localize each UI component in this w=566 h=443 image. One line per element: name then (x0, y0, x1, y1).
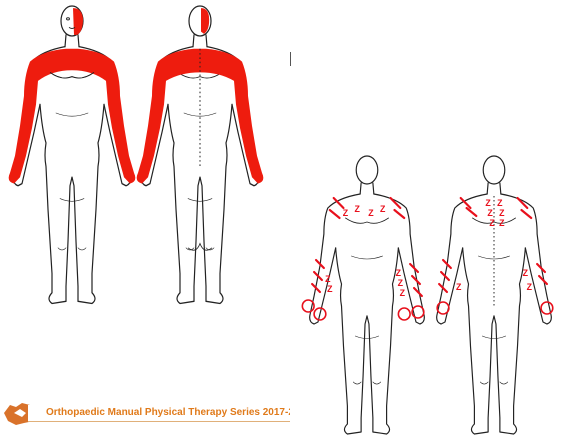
z-marker: Z (396, 268, 402, 278)
circle-markers-back (437, 302, 553, 314)
z-marker: Z (527, 282, 533, 292)
series-title: Orthopaedic Manual Physical Therapy Seri… (46, 405, 290, 421)
z-marker: Z (487, 208, 493, 218)
pain-area-head-back (201, 8, 209, 34)
z-marker: Z (380, 204, 386, 214)
z-marker: Z (499, 208, 505, 218)
z-marker: Z (355, 204, 361, 214)
front-body-view-markers: Z Z Z Z Z Z Z Z Z (302, 156, 424, 434)
z-marker: Z (456, 282, 462, 292)
z-marker: Z (489, 218, 495, 228)
z-marker: Z (499, 218, 505, 228)
z-marker: Z (325, 274, 331, 284)
back-body-view (137, 6, 264, 303)
z-marker: Z (523, 268, 529, 278)
z-marker: Z (327, 284, 333, 294)
z-markers: Z Z Z Z Z Z Z Z Z (325, 204, 405, 298)
pain-distribution-diagram (9, 6, 264, 303)
z-marker: Z (400, 288, 406, 298)
z-marker: Z (368, 208, 374, 218)
z-marker: Z (485, 198, 491, 208)
z-marker: Z (398, 278, 404, 288)
footer-banner: Orthopaedic Manual Physical Therapy Seri… (0, 393, 290, 433)
symptom-marker-diagram: Z Z Z Z Z Z Z Z Z (302, 156, 552, 434)
panel-divider (290, 52, 291, 66)
z-marker: Z (497, 198, 503, 208)
z-marker: Z (343, 208, 349, 218)
back-body-view-markers: Z Z Z Z Z Z Z Z Z (437, 156, 553, 434)
front-body-view (9, 6, 136, 303)
